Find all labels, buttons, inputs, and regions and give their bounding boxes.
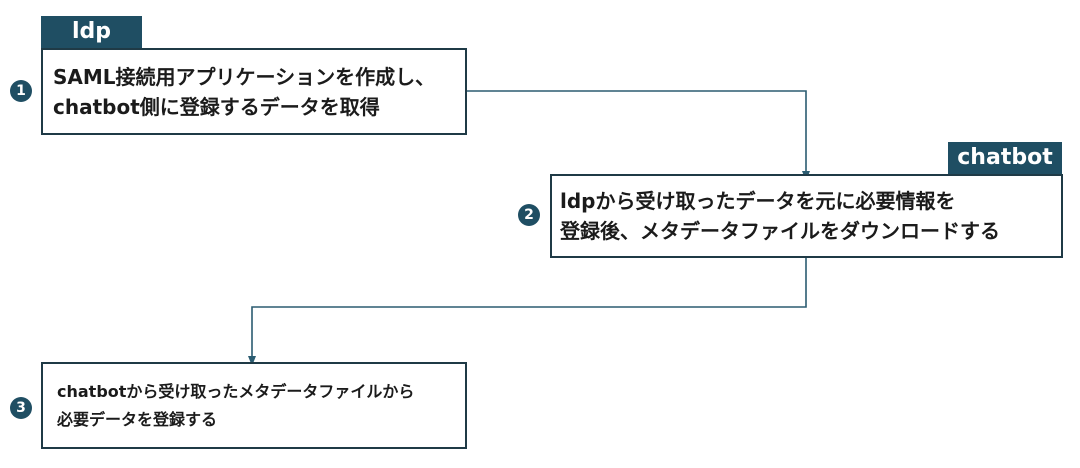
- step-2-box: ldpから受け取ったデータを元に必要情報を 登録後、メタデータファイルをダウンロ…: [550, 174, 1063, 258]
- step-2-text-line-2: 登録後、メタデータファイルをダウンロードする: [560, 219, 1000, 243]
- step-1-text-line-1: SAML接続用アプリケーションを作成し、: [53, 64, 436, 89]
- step-3-number-badge: 3: [10, 397, 32, 419]
- step-3-text-line-2: 必要データを登録する: [57, 409, 218, 429]
- step-1-box: SAML接続用アプリケーションを作成し、 chatbot側に登録するデータを取得: [41, 48, 467, 135]
- step-1-number-badge: 1: [10, 80, 32, 102]
- connector-1-to-2: [466, 90, 810, 181]
- step-2-tag: chatbot: [948, 142, 1062, 174]
- step-3-box: chatbotから受け取ったメタデータファイルから 必要データを登録する: [41, 362, 467, 449]
- step-2-number-badge: 2: [518, 204, 540, 226]
- step-1-tag: ldp: [41, 16, 142, 48]
- step-1-text-line-2: chatbot側に登録するデータを取得: [53, 94, 380, 119]
- step-3-text-line-1: chatbotから受け取ったメタデータファイルから: [57, 381, 415, 401]
- connector-2-to-3: [248, 257, 807, 366]
- step-2-text-line-1: ldpから受け取ったデータを元に必要情報を: [560, 189, 956, 213]
